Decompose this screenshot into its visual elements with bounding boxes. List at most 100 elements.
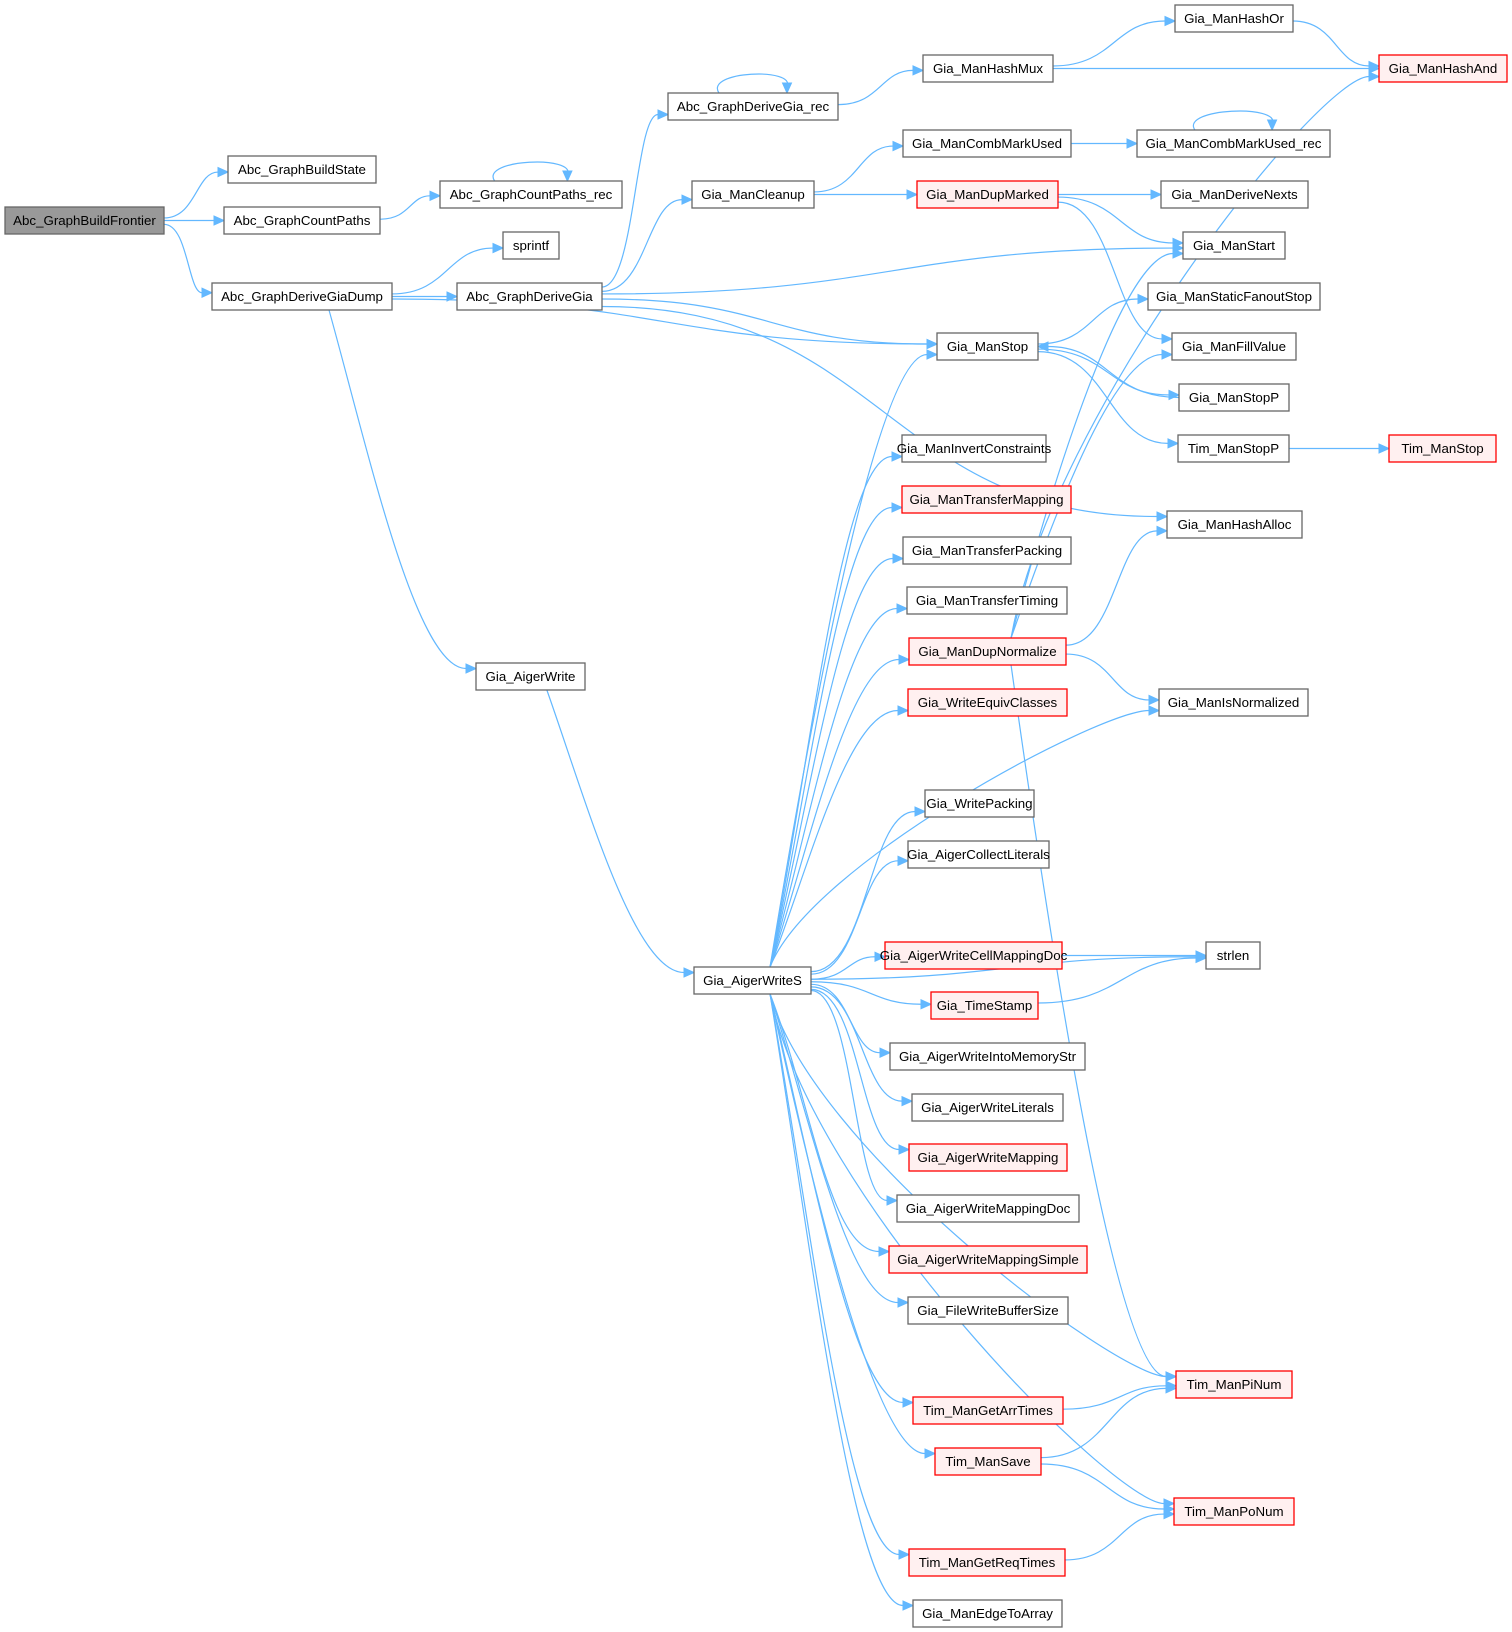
node-gia-man-is-normalized[interactable]: Gia_ManIsNormalized: [1158, 688, 1309, 717]
node-label: Gia_AigerWrite: [486, 669, 576, 684]
edge-line: [769, 658, 900, 968]
node-label: Gia_ManStopP: [1189, 390, 1279, 405]
edge-gia-aiger-write-s-to-gia-man-edge-to-array: [769, 993, 915, 1611]
node-label: Gia_AigerWriteS: [703, 973, 802, 988]
node-gia-man-edge-to-array[interactable]: Gia_ManEdgeToArray: [912, 1599, 1063, 1628]
node-gia-aiger-write-mapping[interactable]: Gia_AigerWriteMapping: [908, 1143, 1068, 1172]
edge-gia-aiger-write-s-to-gia-aiger-write-literals: [810, 986, 914, 1107]
edge-arrowhead-icon: [1161, 333, 1174, 345]
edge-arrowhead-icon: [1161, 349, 1174, 360]
edge-arrowhead-icon: [924, 1448, 937, 1459]
node-gia-man-transfer-timing[interactable]: Gia_ManTransferTiming: [906, 586, 1068, 615]
node-gia-aiger-write-literals[interactable]: Gia_AigerWriteLiterals: [911, 1093, 1064, 1122]
node-abc-graph-count-paths-rec[interactable]: Abc_GraphCountPaths_rec: [439, 180, 623, 209]
node-label: Gia_ManTransferPacking: [912, 543, 1062, 558]
node-abc-graph-derive-gia-rec[interactable]: Abc_GraphDeriveGia_rec: [667, 92, 839, 121]
node-gia-man-cleanup[interactable]: Gia_ManCleanup: [691, 180, 815, 209]
edge-line: [1037, 348, 1170, 396]
node-gia-man-stop-p[interactable]: Gia_ManStopP: [1178, 383, 1290, 412]
node-abc-graph-derive-gia-dump[interactable]: Abc_GraphDeriveGiaDump: [211, 282, 393, 311]
edge-abc-graph-derive-gia-dump-to-sprintf: [391, 242, 505, 295]
edge-gia-aiger-write-s-to-tim-man-get-arr-times: [769, 993, 915, 1408]
node-label: sprintf: [513, 238, 550, 253]
edge-arrowhead-icon: [920, 998, 933, 1010]
edge-line: [810, 989, 888, 1202]
node-gia-man-comb-mark-used-rec[interactable]: Gia_ManCombMarkUsed_rec: [1136, 129, 1331, 158]
node-label: strlen: [1217, 948, 1250, 963]
node-gia-man-stop[interactable]: Gia_ManStop: [936, 332, 1039, 361]
node-box: [223, 206, 381, 235]
edge-arrowhead-icon: [1148, 694, 1161, 706]
edge-arrowhead-icon: [1036, 341, 1049, 352]
node-label: Gia_ManTransferMapping: [910, 492, 1064, 507]
edge-arrowhead-icon: [1163, 1508, 1176, 1520]
node-box: [936, 332, 1039, 361]
edge-arrowhead-icon: [562, 170, 573, 183]
node-gia-man-invert-constraints[interactable]: Gia_ManInvertConstraints: [897, 434, 1052, 463]
node-tim-man-get-arr-times[interactable]: Tim_ManGetArrTimes: [912, 1396, 1064, 1425]
edge-line: [601, 113, 659, 288]
node-label: Abc_GraphBuildState: [238, 162, 366, 177]
node-tim-man-get-req-times[interactable]: Tim_ManGetReqTimes: [908, 1548, 1066, 1577]
node-gia-aiger-write[interactable]: Gia_AigerWrite: [475, 662, 586, 691]
node-tim-man-save[interactable]: Tim_ManSave: [934, 1447, 1042, 1476]
edge-line: [1052, 20, 1166, 67]
edge-abc-graph-derive-gia-to-gia-man-stop: [601, 298, 939, 350]
node-gia-aiger-write-into-memory-str[interactable]: Gia_AigerWriteIntoMemoryStr: [889, 1042, 1086, 1071]
edge-abc-graph-count-paths-rec-to-abc-graph-count-paths-rec: [492, 161, 573, 183]
node-gia-write-equiv-classes[interactable]: Gia_WriteEquivClasses: [907, 688, 1068, 717]
node-abc-graph-count-paths[interactable]: Abc_GraphCountPaths: [223, 206, 381, 235]
node-box: [901, 485, 1072, 514]
node-strlen[interactable]: strlen: [1205, 941, 1261, 970]
node-gia-man-hash-alloc[interactable]: Gia_ManHashAlloc: [1166, 510, 1303, 539]
edge-arrowhead-icon: [681, 194, 694, 205]
node-gia-man-start[interactable]: Gia_ManStart: [1182, 231, 1286, 260]
edge-line: [769, 993, 904, 1404]
edge-arrowhead-icon: [429, 190, 442, 202]
node-gia-man-static-fanout-stop[interactable]: Gia_ManStaticFanoutStop: [1147, 282, 1321, 311]
node-tim-man-po-num[interactable]: Tim_ManPoNum: [1173, 1497, 1295, 1526]
node-gia-man-hash-mux[interactable]: Gia_ManHashMux: [922, 54, 1054, 83]
node-gia-aiger-write-mapping-simple[interactable]: Gia_AigerWriteMappingSimple: [888, 1245, 1088, 1274]
node-gia-man-dup-marked[interactable]: Gia_ManDupMarked: [916, 180, 1059, 209]
node-gia-aiger-collect-literals[interactable]: Gia_AigerCollectLiterals: [907, 840, 1050, 869]
edge-abc-graph-derive-gia-to-abc-graph-derive-gia-rec: [601, 109, 670, 288]
node-tim-man-stop[interactable]: Tim_ManStop: [1388, 434, 1497, 463]
node-tim-man-pi-num[interactable]: Tim_ManPiNum: [1175, 1370, 1293, 1399]
node-gia-man-hash-and[interactable]: Gia_ManHashAnd: [1378, 54, 1508, 83]
node-box: [896, 1194, 1080, 1223]
node-box: [884, 941, 1063, 970]
node-box: [227, 155, 377, 184]
node-box: [1173, 1497, 1295, 1526]
node-abc-graph-derive-gia[interactable]: Abc_GraphDeriveGia: [456, 282, 603, 311]
edge-line: [492, 161, 569, 182]
edge-line: [769, 506, 893, 968]
node-gia-man-transfer-packing[interactable]: Gia_ManTransferPacking: [902, 536, 1072, 565]
edge-line: [379, 195, 431, 220]
node-label: Gia_AigerWriteMappingSimple: [897, 1252, 1079, 1267]
node-box: [911, 1093, 1064, 1122]
node-gia-write-packing[interactable]: Gia_WritePacking: [924, 789, 1035, 818]
edge-line: [546, 689, 685, 974]
node-gia-man-comb-mark-used[interactable]: Gia_ManCombMarkUsed: [902, 129, 1072, 158]
node-gia-time-stamp[interactable]: Gia_TimeStamp: [930, 991, 1039, 1020]
node-gia-aiger-write-cell-mapping-doc[interactable]: Gia_AigerWriteCellMappingDoc: [880, 941, 1068, 970]
edge-abc-graph-build-frontier-to-abc-graph-count-paths: [164, 215, 226, 226]
node-label: Gia_ManHashAlloc: [1178, 517, 1292, 532]
node-gia-aiger-write-mapping-doc[interactable]: Gia_AigerWriteMappingDoc: [896, 1194, 1080, 1223]
node-abc-graph-build-state[interactable]: Abc_GraphBuildState: [227, 155, 377, 184]
node-gia-man-hash-or[interactable]: Gia_ManHashOr: [1174, 4, 1294, 33]
node-box: [907, 1296, 1069, 1325]
edge-line: [769, 557, 894, 968]
node-tim-man-stop-p[interactable]: Tim_ManStopP: [1177, 434, 1290, 463]
node-gia-man-derive-nexts[interactable]: Gia_ManDeriveNexts: [1160, 180, 1309, 209]
node-gia-man-transfer-mapping[interactable]: Gia_ManTransferMapping: [901, 485, 1072, 514]
node-gia-man-fill-value[interactable]: Gia_ManFillValue: [1171, 332, 1297, 361]
node-gia-aiger-write-s[interactable]: Gia_AigerWriteS: [693, 966, 812, 995]
node-sprintf[interactable]: sprintf: [502, 231, 560, 260]
edge-arrowhead-icon: [1126, 138, 1139, 149]
node-label: Abc_GraphCountPaths_rec: [450, 187, 613, 202]
node-gia-man-dup-normalize[interactable]: Gia_ManDupNormalize: [908, 637, 1067, 666]
edge-line: [391, 247, 494, 295]
node-gia-file-write-buffer-size[interactable]: Gia_FileWriteBufferSize: [907, 1296, 1069, 1325]
